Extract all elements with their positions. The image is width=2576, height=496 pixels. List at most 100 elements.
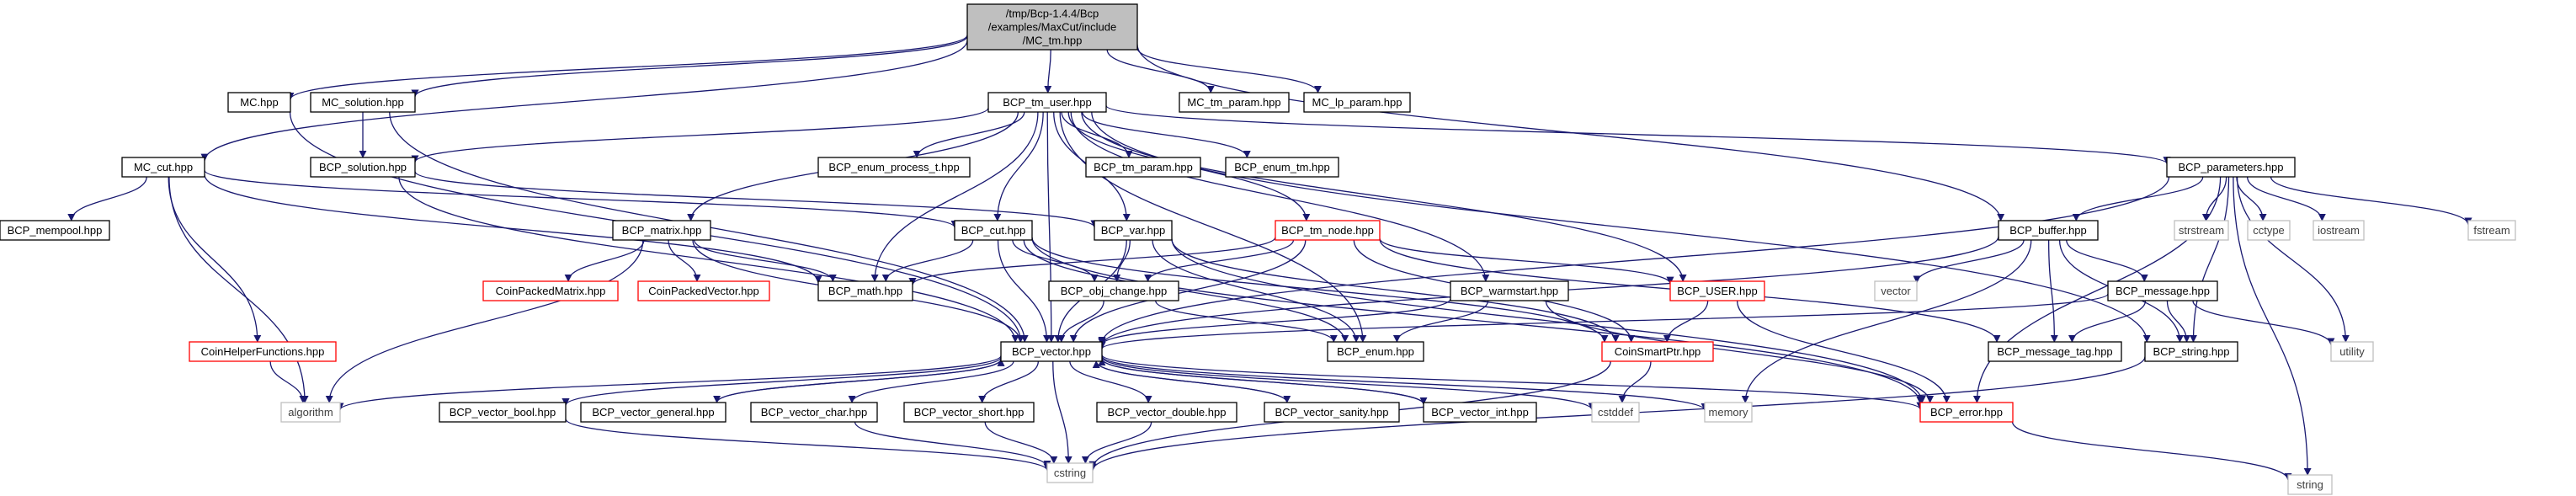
node-bcp-vector-hpp[interactable]: BCP_vector.hpp <box>1000 341 1103 362</box>
node-box <box>310 157 416 178</box>
edge-mc-cut-hpp-to-bcp-cut-hpp <box>204 169 959 228</box>
edge-bcp-vector-hpp-to-bcp-error-hpp <box>1101 354 1924 410</box>
node-bcp-vector-short-hpp[interactable]: BCP_vector_short.hpp <box>903 402 1035 423</box>
node-bcp-vector-int-hpp[interactable]: BCP_vector_int.hpp <box>1423 402 1537 423</box>
edge-bcp-parameters-hpp-to-bcp-string-hpp <box>2189 176 2230 343</box>
node-label: MC_solution.hpp <box>322 96 404 109</box>
node-bcp-vector-bool-hpp[interactable]: BCP_vector_bool.hpp <box>439 402 567 423</box>
node-label: /MC_tm.hpp <box>1023 35 1083 47</box>
node-bcp-solution-hpp[interactable]: BCP_solution.hpp <box>310 157 416 178</box>
node-box <box>227 92 291 113</box>
node-box <box>1423 402 1537 423</box>
edge-bcp-tm-user-hpp-to-bcp-math-hpp <box>870 111 1039 282</box>
node-fstream[interactable]: fstream <box>2467 220 2516 241</box>
edge-bcp-parameters-hpp-to-bcp-vector-hpp <box>1098 176 2170 345</box>
edge-bcp-matrix-hpp-to-algorithm <box>325 239 644 403</box>
edge-bcp-vector-hpp-to-cstring <box>1052 360 1072 464</box>
node-box <box>189 341 337 362</box>
node-string[interactable]: string <box>2287 474 2333 495</box>
edge-bcp-tm-user-hpp-to-bcp-enum-process-t-hpp <box>913 111 1025 158</box>
edge-bcp-cut-hpp-to-bcp-vector-hpp <box>997 239 1051 343</box>
edge-bcp-obj-change-hpp-to-bcp-enum-hpp <box>1155 300 1338 343</box>
node-bcp-math-hpp[interactable]: BCP_math.hpp <box>817 280 913 301</box>
node-bcp-tm-node-hpp[interactable]: BCP_tm_node.hpp <box>1275 220 1381 241</box>
edge-bcp-tm-user-hpp-to-bcp-parameters-hpp <box>1105 104 2171 165</box>
node-label: BCP_enum.hpp <box>1337 345 1414 358</box>
node-bcp-user-hpp[interactable]: BCP_USER.hpp <box>1669 280 1765 301</box>
node-box <box>1094 220 1173 241</box>
edge-bcp-tm-user-hpp-to-bcp-string-hpp <box>1091 111 2151 343</box>
node-bcp-enum-process-t-hpp[interactable]: BCP_enum_process_t.hpp <box>817 157 971 178</box>
edge-bcp-tm-node-hpp-to-bcp-obj-change-hpp <box>1144 239 1295 282</box>
node-mc-tm-param-hpp[interactable]: MC_tm_param.hpp <box>1179 92 1290 113</box>
node-bcp-buffer-hpp[interactable]: BCP_buffer.hpp <box>1998 220 2099 241</box>
node-bcp-vector-char-hpp[interactable]: BCP_vector_char.hpp <box>750 402 878 423</box>
node-bcp-error-hpp[interactable]: BCP_error.hpp <box>1919 402 2014 423</box>
node-bcp-vector-double-hpp[interactable]: BCP_vector_double.hpp <box>1096 402 1237 423</box>
edge-bcp-tm-user-hpp-to-bcp-warmstart-hpp <box>1070 111 1490 282</box>
node-mc-lp-param-hpp[interactable]: MC_lp_param.hpp <box>1303 92 1411 113</box>
node-utility[interactable]: utility <box>2330 341 2374 362</box>
node-bcp-cut-hpp[interactable]: BCP_cut.hpp <box>954 220 1033 241</box>
node-bcp-message-tag-hpp[interactable]: BCP_message_tag.hpp <box>1988 341 2122 362</box>
node-coinpackedvector-hpp[interactable]: CoinPackedVector.hpp <box>637 280 770 301</box>
node-bcp-parameters-hpp[interactable]: BCP_parameters.hpp <box>2166 157 2296 178</box>
node-label: BCP_message_tag.hpp <box>1997 345 2112 358</box>
node-coinsmartptr-hpp[interactable]: CoinSmartPtr.hpp <box>1601 341 1714 362</box>
node-bcp-enum-hpp[interactable]: BCP_enum.hpp <box>1327 341 1424 362</box>
node-memory[interactable]: memory <box>1704 402 1753 423</box>
node-box <box>2144 341 2238 362</box>
edge-bcp-parameters-hpp-to-utility <box>2236 176 2350 343</box>
edge-bcp-solution-hpp-to-bcp-var-hpp <box>414 171 1099 228</box>
node-coinpackedmatrix-hpp[interactable]: CoinPackedMatrix.hpp <box>482 280 619 301</box>
node-mc-cut-hpp[interactable]: MC_cut.hpp <box>121 157 205 178</box>
node-root-file[interactable]: /tmp/Bcp-1.4.4/Bcp/examples/MaxCut/inclu… <box>966 3 1138 51</box>
node-box <box>954 220 1033 241</box>
node-label: MC_lp_param.hpp <box>1312 96 1402 109</box>
node-box <box>1450 280 1569 301</box>
node-bcp-obj-change-hpp[interactable]: BCP_obj_change.hpp <box>1048 280 1179 301</box>
node-box <box>637 280 770 301</box>
node-algorithm[interactable]: algorithm <box>280 402 341 423</box>
node-box <box>1264 402 1400 423</box>
node-label: BCP_matrix.hpp <box>622 224 702 237</box>
node-iostream[interactable]: iostream <box>2313 220 2365 241</box>
node-bcp-warmstart-hpp[interactable]: BCP_warmstart.hpp <box>1450 280 1569 301</box>
node-bcp-tm-param-hpp[interactable]: BCP_tm_param.hpp <box>1085 157 1201 178</box>
node-coinhelperfunctions-hpp[interactable]: CoinHelperFunctions.hpp <box>189 341 337 362</box>
node-box <box>817 157 971 178</box>
node-label: BCP_warmstart.hpp <box>1461 285 1558 297</box>
node-vector[interactable]: vector <box>1874 280 1918 301</box>
edge-bcp-vector-int-hpp-to-bcp-vector-hpp <box>1098 358 1424 405</box>
node-mc-hpp[interactable]: MC.hpp <box>227 92 291 113</box>
node-bcp-message-hpp[interactable]: BCP_message.hpp <box>2107 280 2218 301</box>
node-box <box>2287 474 2333 495</box>
edge-bcp-cut-hpp-to-bcp-enum-hpp <box>1023 239 1349 343</box>
node-bcp-string-hpp[interactable]: BCP_string.hpp <box>2144 341 2238 362</box>
edge-bcp-vector-char-hpp-to-cstring <box>854 421 1051 469</box>
node-cstddef[interactable]: cstddef <box>1591 402 1640 423</box>
node-label: BCP_mempool.hpp <box>8 224 103 237</box>
node-label: string <box>2297 478 2323 491</box>
edge-bcp-message-hpp-to-bcp-vector-hpp <box>1098 293 2109 350</box>
node-cctype[interactable]: cctype <box>2247 220 2291 241</box>
node-label: BCP_USER.hpp <box>1677 285 1757 297</box>
node-bcp-var-hpp[interactable]: BCP_var.hpp <box>1094 220 1173 241</box>
node-bcp-enum-tm-hpp[interactable]: BCP_enum_tm.hpp <box>1225 157 1339 178</box>
node-box <box>1601 341 1714 362</box>
node-bcp-vector-general-hpp[interactable]: BCP_vector_general.hpp <box>580 402 726 423</box>
node-box <box>1874 280 1918 301</box>
node-box <box>1327 341 1424 362</box>
node-bcp-tm-user-hpp[interactable]: BCP_tm_user.hpp <box>987 92 1107 113</box>
node-label: BCP_vector_bool.hpp <box>450 406 556 419</box>
node-strstream[interactable]: strstream <box>2174 220 2229 241</box>
edge-bcp-tm-user-hpp-to-bcp-vector-hpp <box>1046 111 1056 343</box>
node-bcp-vector-sanity-hpp[interactable]: BCP_vector_sanity.hpp <box>1264 402 1400 423</box>
edge-bcp-vector-hpp-to-algorithm <box>336 355 1002 411</box>
node-label: cstddef <box>1598 406 1633 419</box>
node-bcp-matrix-hpp[interactable]: BCP_matrix.hpp <box>612 220 711 241</box>
node-mc-solution-hpp[interactable]: MC_solution.hpp <box>310 92 416 113</box>
edge-bcp-var-hpp-to-bcp-obj-change-hpp <box>1113 239 1131 282</box>
node-cstring[interactable]: cstring <box>1046 462 1094 483</box>
node-bcp-mempool-hpp[interactable]: BCP_mempool.hpp <box>0 220 110 241</box>
